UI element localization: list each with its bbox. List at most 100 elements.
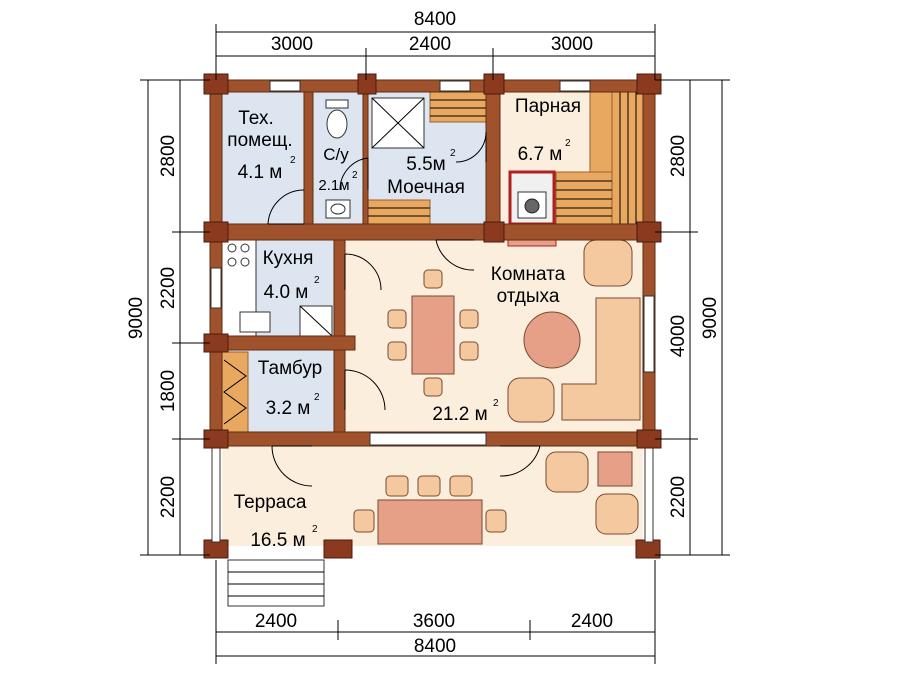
chair — [387, 309, 407, 329]
label-lounge-name1: Комната — [491, 264, 566, 285]
label-terrace-area: 16.5 м — [250, 530, 305, 551]
dimension-labels: 8400 3000 2400 3000 2400 3600 2400 8400 … — [126, 9, 721, 657]
bench-washroom — [367, 199, 431, 225]
label-wc-area: 2.1м — [318, 177, 349, 194]
window — [559, 80, 591, 92]
dim-bottom-mid: 3600 — [413, 611, 455, 632]
bench-upper — [429, 91, 487, 123]
label-wash-name: Моечная — [387, 177, 465, 198]
dim-bottom-total: 8400 — [414, 636, 456, 657]
wall-mid-horizontal — [209, 223, 656, 241]
stove-burner-icon — [240, 243, 250, 253]
stove-burner-icon — [227, 257, 237, 267]
dim-top-right: 3000 — [551, 34, 593, 55]
wall-right — [642, 79, 656, 437]
chair — [459, 309, 479, 329]
wardrobe — [221, 351, 249, 433]
kitchen-sink — [239, 311, 271, 333]
label-vestibule-name: Тамбур — [258, 358, 323, 379]
label-wc-sup: 2 — [352, 170, 358, 181]
dim-left-2: 2200 — [158, 267, 179, 309]
window — [643, 295, 655, 373]
wall-kitchen-vestibule — [209, 335, 356, 351]
sauna-benches — [367, 91, 645, 225]
dim-left-total: 9000 — [126, 297, 147, 339]
log-end — [636, 73, 662, 95]
dim-bottom-left: 2400 — [255, 611, 297, 632]
terrace-rail-right — [644, 445, 654, 543]
corner-sofa — [561, 297, 641, 421]
door-tech — [267, 189, 305, 225]
label-steam-area: 6.7 м — [518, 144, 563, 165]
log-end — [357, 73, 377, 95]
wc-cistern — [325, 99, 349, 109]
steps — [227, 559, 325, 607]
armchair — [545, 451, 589, 493]
label-tech-name2: помещ. — [227, 130, 292, 151]
armchair — [595, 493, 639, 535]
label-wc-name: С/у — [323, 145, 349, 164]
chair — [459, 341, 479, 361]
dim-left-3: 1800 — [158, 370, 179, 412]
chair — [385, 475, 409, 497]
side-table — [597, 451, 633, 487]
door-wc — [339, 157, 369, 191]
sink-bowl-icon — [330, 203, 346, 215]
label-lounge-area: 21.2 м — [432, 404, 487, 425]
door-wash — [435, 239, 475, 271]
dim-top-total: 8400 — [414, 9, 456, 30]
label-tech-sup: 2 — [290, 155, 296, 166]
door-lounge-terrace — [499, 445, 541, 477]
door-vestibule — [344, 369, 386, 411]
dim-top-mid: 2400 — [409, 34, 451, 55]
label-terrace-sup: 2 — [312, 524, 318, 535]
dim-left-4: 2200 — [158, 476, 179, 518]
dim-top-left: 3000 — [271, 34, 313, 55]
terrace-table — [377, 499, 483, 545]
armchair — [583, 239, 633, 287]
terrace-rail-left — [211, 445, 221, 543]
lounge-furniture — [387, 239, 641, 423]
chair — [449, 475, 473, 497]
log-end — [483, 73, 505, 95]
label-wash-sup: 2 — [450, 148, 456, 159]
window — [439, 80, 471, 92]
stove-burner-icon — [240, 257, 250, 267]
chair — [387, 341, 407, 361]
armchair — [507, 377, 555, 423]
label-kitchen-name: Кухня — [263, 248, 314, 269]
stove-burner-icon — [227, 243, 237, 253]
label-tech-area: 4.1 м — [238, 162, 283, 183]
door-kitchen — [344, 253, 382, 291]
log-end — [483, 221, 505, 243]
label-steam-name: Парная — [515, 96, 581, 117]
dining-table — [411, 295, 455, 375]
wardrobe-body — [221, 351, 249, 433]
wall-wash-steam — [485, 91, 501, 225]
label-kitchen-sup: 2 — [314, 275, 320, 286]
dim-bottom-right: 2400 — [571, 611, 613, 632]
wall-left — [209, 79, 223, 437]
doors — [267, 131, 541, 487]
door-entrance — [271, 445, 313, 487]
label-lounge-name2: отдыха — [497, 286, 560, 307]
terrace-post — [323, 539, 353, 559]
label-wash-area: 5.5м — [406, 154, 445, 175]
terrace-furniture — [353, 451, 639, 545]
toilet-icon — [326, 109, 348, 139]
chair — [423, 377, 443, 397]
label-vestibule-area: 3.2 м — [266, 398, 311, 419]
label-terrace-name: Терраса — [234, 492, 307, 513]
label-lounge-sup: 2 — [493, 398, 499, 409]
dim-right-2: 4000 — [668, 315, 689, 357]
dim-right-3: 2200 — [668, 476, 689, 518]
chair — [417, 475, 441, 497]
label-kitchen-area: 4.0 м — [264, 282, 309, 303]
floor-tech-room — [222, 92, 304, 224]
fixtures — [325, 97, 425, 219]
dimension-lines — [140, 24, 730, 664]
door-steam — [455, 131, 487, 163]
label-tech-name1: Тех. — [238, 108, 273, 129]
label-vestibule-sup: 2 — [314, 392, 320, 403]
